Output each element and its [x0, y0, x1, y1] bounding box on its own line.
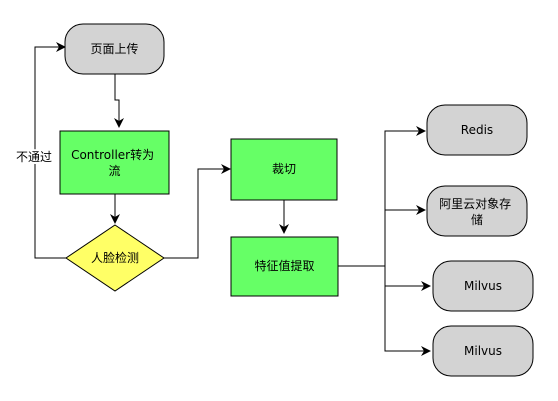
- node-milvus-2: Milvus: [432, 325, 534, 377]
- node-redis-label: Redis: [461, 123, 493, 137]
- node-milvus-1: Milvus: [432, 260, 534, 312]
- node-upload: 页面上传: [64, 23, 165, 75]
- edges: [34, 42, 431, 356]
- node-face-detect-label: 人脸检测: [91, 250, 139, 265]
- node-crop-label: 裁切: [272, 162, 296, 176]
- edge-feature-to-redis: [338, 126, 426, 267]
- node-feature: 特征值提取: [230, 236, 339, 297]
- edge-feature-to-milvus1: [384, 266, 431, 291]
- edge-upload-to-controller: [114, 74, 124, 128]
- edge-face-to-crop: [164, 164, 231, 259]
- node-milvus-2-label: Milvus: [464, 344, 502, 358]
- edge-feature-to-oss: [384, 205, 426, 266]
- node-oss-label: 阿里云对象存 储: [439, 197, 515, 227]
- node-milvus-1-label: Milvus: [464, 279, 502, 293]
- node-feature-label: 特征值提取: [254, 258, 314, 273]
- node-oss: 阿里云对象存 储: [426, 185, 528, 237]
- edge-reject-label: 不通过: [16, 150, 52, 164]
- node-controller-label-line2: 流: [108, 164, 120, 178]
- edge-face-reject-to-upload: [34, 42, 66, 259]
- node-crop: 裁切: [230, 138, 338, 201]
- node-controller-label-line1: Controller转为: [71, 147, 154, 162]
- node-controller-label: Controller转为 流: [71, 147, 158, 178]
- node-controller: Controller转为 流: [59, 130, 170, 195]
- node-face-detect: 人脸检测: [65, 224, 165, 292]
- node-upload-label: 页面上传: [90, 41, 138, 56]
- node-oss-label-line1: 阿里云对象存: [439, 197, 511, 211]
- node-redis: Redis: [426, 104, 528, 156]
- node-oss-label-line2: 储: [471, 212, 483, 227]
- edge-feature-to-milvus2: [384, 286, 431, 356]
